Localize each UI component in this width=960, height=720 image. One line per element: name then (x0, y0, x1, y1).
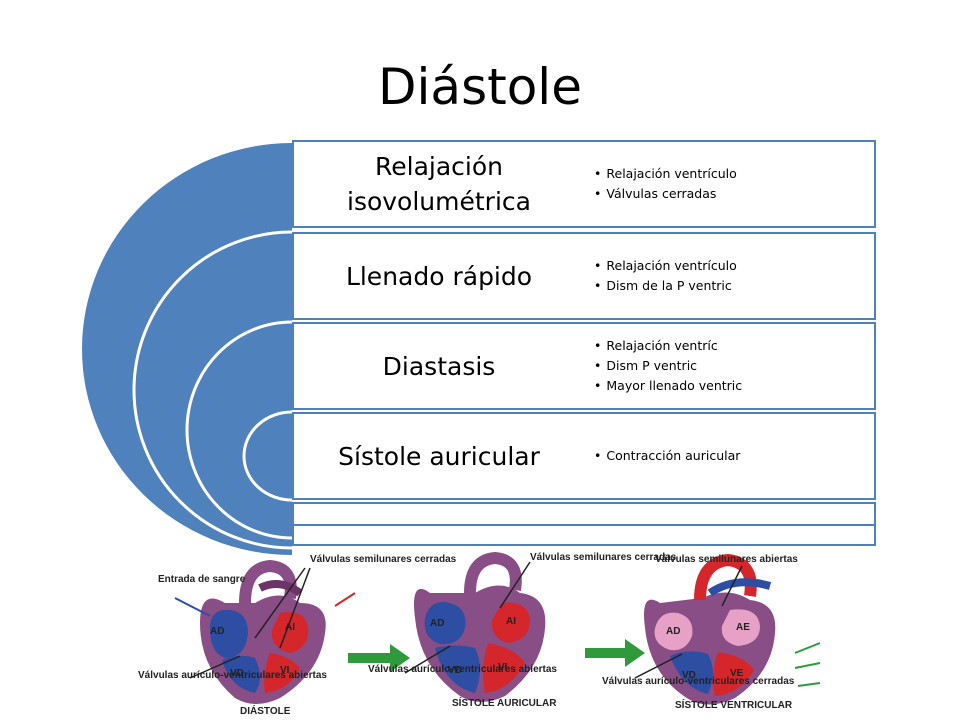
phase-bullets: Relajación ventríc Dism P ventric Mayor … (594, 324, 742, 408)
bullet: Relajación ventríc (594, 336, 742, 356)
arrow-right-2 (585, 639, 645, 667)
label-valv-sem-abiertas-3: Válvulas semilunares abiertas (655, 554, 798, 565)
bullet: Relajación ventrículo (594, 256, 736, 276)
phase-label: Llenado rápido (345, 261, 533, 291)
panel-title-sistole-ventricular: SÍSTOLE VENTRICULAR (675, 698, 793, 711)
chamber-ai: AI (506, 616, 516, 627)
phase-box-isovolumetric: Relajación isovolumétrica Relajación ven… (292, 140, 876, 228)
heart-diastole: AD AI VD VI Entrada de sangre Válvulas s… (138, 554, 457, 717)
phase-box-sistole: Sístole auricular Contracción auricular (292, 412, 876, 500)
label-valv-av-cerradas-3: Válvulas aurículo-ventriculares cerradas (602, 676, 795, 687)
chamber-ad: AD (666, 626, 680, 637)
bullet: Relajación ventrículo (594, 164, 736, 184)
heart-cycle-illustration: AD AI VD VI Entrada de sangre Válvulas s… (138, 551, 821, 717)
panel-title-sistole-auricular: SÍSTOLE AURICULAR (452, 696, 557, 709)
phase-box-llenado: Llenado rápido Relajación ventrículo Dis… (292, 232, 876, 320)
chamber-ae: AE (736, 622, 750, 633)
bullet: Dism de la P ventric (594, 276, 737, 296)
phase-label: Diastasis (382, 351, 496, 381)
arc-ring-1 (132, 230, 293, 550)
chamber-vd: VD (230, 668, 244, 679)
phase-bullets: Relajación ventrículo Dism de la P ventr… (594, 234, 737, 318)
chamber-vi: VI (498, 662, 508, 673)
chamber-vi: VI (280, 665, 290, 676)
chamber-ai: AI (285, 622, 295, 633)
phase-box-extra (292, 502, 876, 526)
label-valv-sem-cerradas-1: Válvulas semilunares cerradas (310, 554, 457, 565)
label-valv-av-abiertas-2: Válvulas aurículo-ventriculares abiertas (368, 664, 557, 675)
phase-bullets: Contracción auricular (594, 414, 740, 498)
phase-label: Sístole auricular (338, 441, 540, 471)
heart-sistole-auricular: AD AI VD VI Válvulas semilunares cerrada… (368, 551, 677, 709)
chamber-ad: AD (210, 626, 224, 637)
chamber-vd: VD (682, 670, 696, 681)
heart-sistole-ventricular: AD AE VD VE Válvulas semilunares abierta… (602, 553, 821, 711)
label-valv-sem-cerradas-2: Válvulas semilunares cerradas (530, 552, 677, 563)
arc-ring-3 (242, 410, 293, 502)
bullet: Mayor llenado ventric (594, 376, 742, 396)
arrow-right-1 (348, 644, 410, 672)
chamber-vd: VD (448, 665, 462, 676)
outer-arc (82, 143, 292, 555)
chamber-ve: VE (730, 668, 744, 679)
bullet: Válvulas cerradas (594, 184, 737, 204)
phase-bullets: Relajación ventrículo Válvulas cerradas (594, 142, 737, 226)
phase-label: Relajación isovolumétrica (347, 152, 531, 216)
arc-ring-2 (185, 320, 293, 540)
phase-box-extra-2 (292, 524, 876, 546)
phase-box-diastasis: Diastasis Relajación ventríc Dism P vent… (292, 322, 876, 410)
bullet: Dism P ventric (594, 356, 742, 376)
label-valv-av-abiertas-1: Válvulas aurículo-ventriculares abiertas (138, 670, 327, 681)
slide-title: Diástole (378, 58, 582, 116)
label-entrada: Entrada de sangre (158, 574, 246, 585)
bullet: Contracción auricular (594, 446, 740, 466)
panel-title-diastole: DIÁSTOLE (240, 704, 291, 717)
chamber-ad: AD (430, 618, 444, 629)
